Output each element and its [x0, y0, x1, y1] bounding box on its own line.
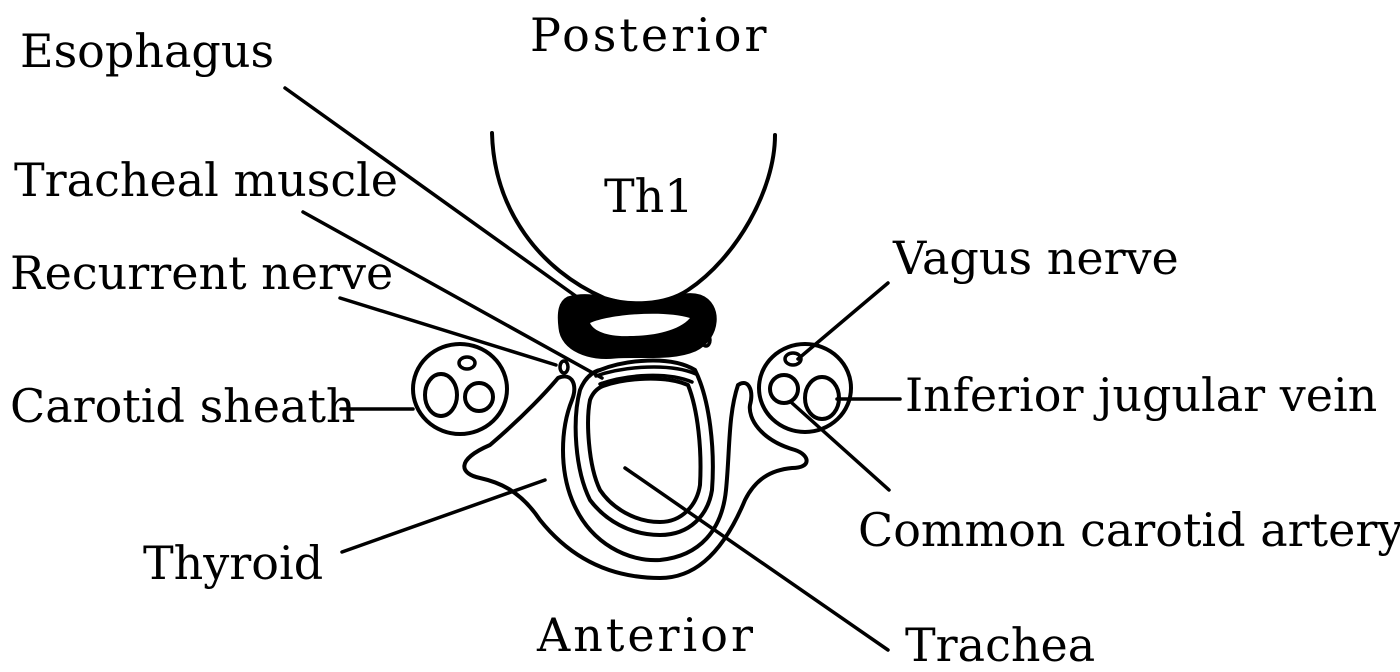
- vagus-nerve-label: Vagus nerve: [893, 235, 1179, 281]
- th1-label: Th1: [604, 173, 694, 219]
- carotid-sheath-label: Carotid sheath: [10, 383, 356, 429]
- esophagus-shape: [559, 295, 715, 358]
- leader-thyroid: [342, 480, 545, 552]
- recurrent-nerve-left: [560, 361, 568, 373]
- leader-recurrent-nerve: [340, 298, 556, 365]
- posterior-label: Posterior: [530, 12, 769, 58]
- leader-vagus-nerve: [798, 283, 888, 359]
- inferior-jugular-vein-label: Inferior jugular vein: [905, 372, 1377, 418]
- trachea-label: Trachea: [905, 622, 1095, 668]
- esophagus-label: Esophagus: [20, 28, 274, 74]
- thyroid-label: Thyroid: [143, 540, 323, 586]
- recurrent-nerve-label: Recurrent nerve: [10, 250, 393, 296]
- trachea-outer: [576, 361, 713, 535]
- carotid-sheath-left: [413, 344, 507, 434]
- common-carotid-artery-label: Common carotid artery: [858, 507, 1400, 553]
- anterior-label: Anterior: [537, 612, 756, 658]
- tracheal-muscle-label: Tracheal muscle: [14, 157, 398, 203]
- carotid-sheath-right: [759, 344, 851, 432]
- trachea-inner: [588, 379, 700, 522]
